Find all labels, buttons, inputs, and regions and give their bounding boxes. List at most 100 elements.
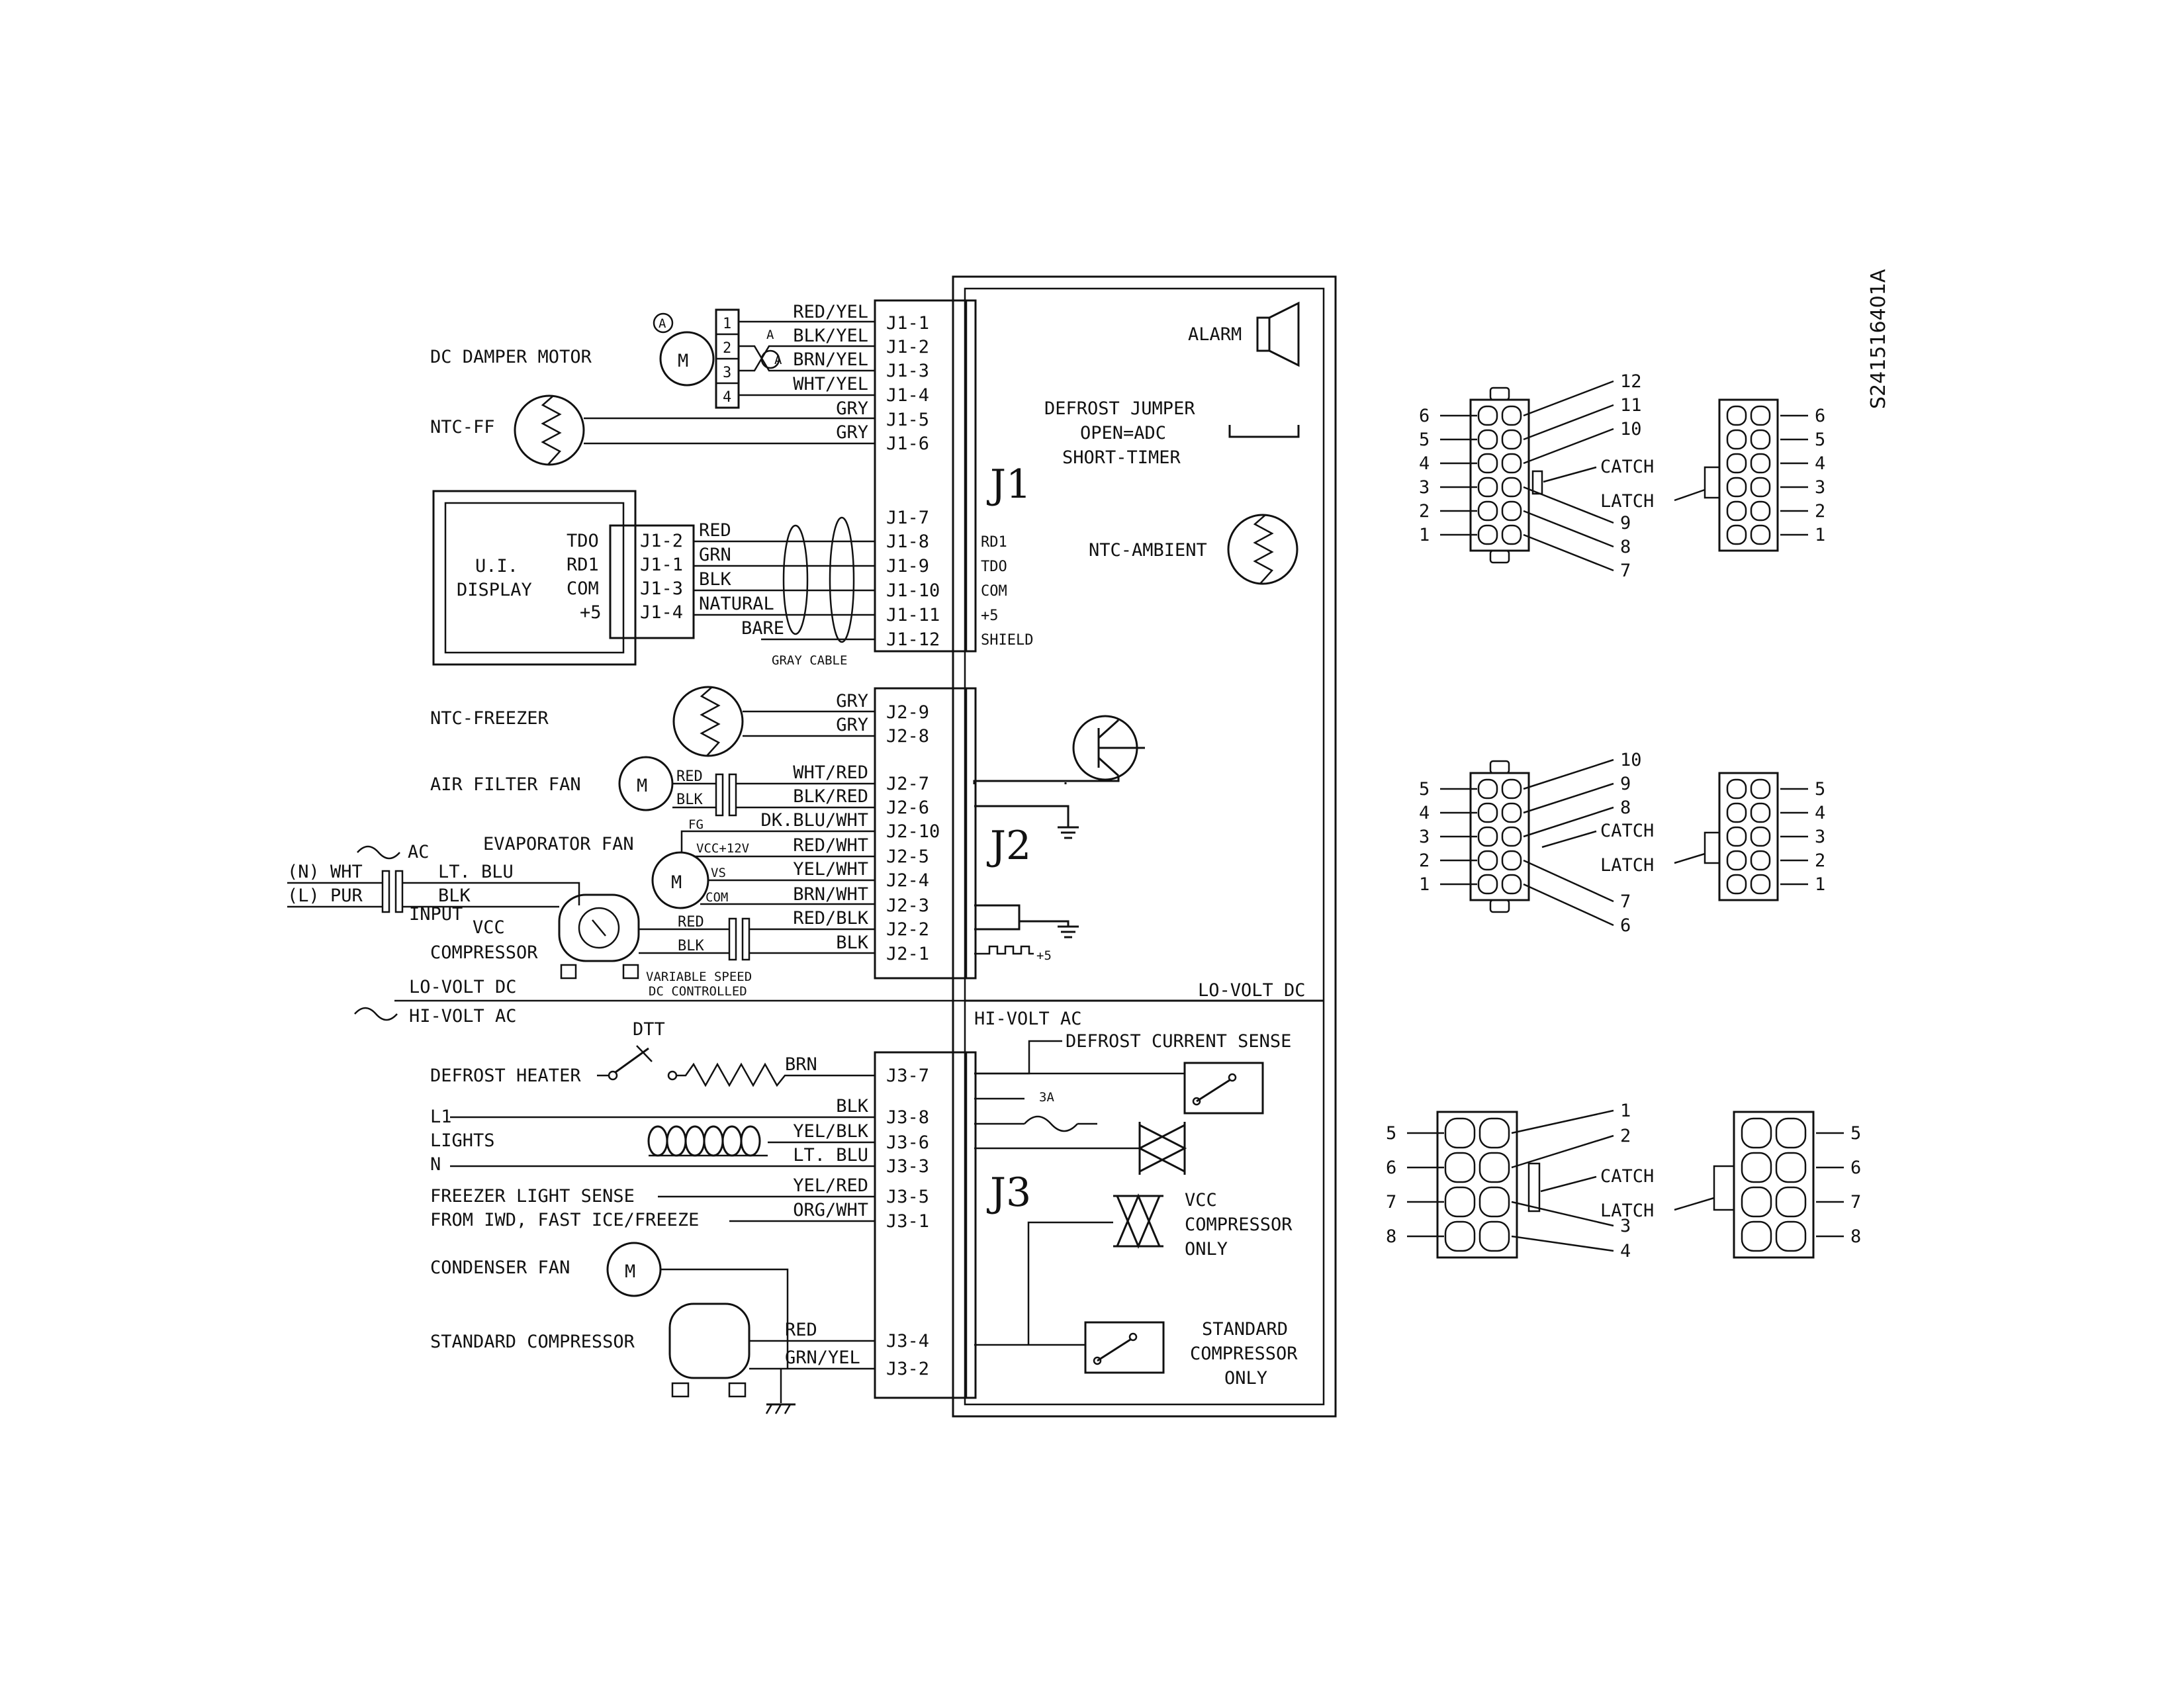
std-only-1: STANDARD — [1202, 1319, 1288, 1340]
wire-label: LT. BLU — [793, 1145, 868, 1165]
pin-j1-9: J1-9 — [886, 556, 929, 576]
pin-cavity — [1477, 477, 1498, 498]
pin-j2-9: J2-9 — [886, 702, 929, 723]
pin-j1-3: J1-3 — [886, 361, 929, 381]
defrost-current-sense-label: DEFROST CURRENT SENSE — [1066, 1031, 1291, 1052]
pin-number: 7 — [1620, 561, 1631, 581]
connector-pinouts: 654321121110987654321CATCHLATCH543211098… — [1386, 371, 1861, 1261]
pin-j2-7: J2-7 — [886, 774, 929, 794]
pin-number: 4 — [1419, 803, 1430, 823]
pin-leader — [1523, 404, 1614, 441]
pin-number: 2 — [1620, 1126, 1631, 1146]
pin-cavity — [1750, 477, 1771, 498]
pin-cavity — [1444, 1220, 1476, 1252]
connector-lug — [1489, 387, 1510, 401]
ui-pin-j1-2: J1-2 — [640, 531, 683, 551]
pin-cavity — [1501, 826, 1522, 847]
pin-cavity — [1477, 429, 1498, 450]
ntc-freezer-label: NTC-FREEZER — [430, 708, 549, 729]
vcc-only-2: COMPRESSOR — [1185, 1214, 1293, 1235]
pin-cavity — [1477, 405, 1498, 426]
signal-plus5: +5 — [981, 608, 999, 624]
condenser-fan-label: CONDENSER FAN — [430, 1257, 570, 1278]
pin-number: 10 — [1620, 750, 1642, 770]
pin-cavity — [1750, 874, 1771, 895]
pin-cavity — [1726, 453, 1747, 474]
light-bulb-coil — [740, 1125, 761, 1157]
latch-label: LATCH — [1600, 491, 1654, 512]
pwm-plus5: +5 — [1036, 948, 1052, 963]
l1-label: L1 — [430, 1107, 452, 1127]
pin-cavity — [1750, 850, 1771, 871]
hi-volt-ac-board-label: HI-VOLT AC — [974, 1009, 1082, 1029]
jumper-icon — [1228, 425, 1300, 438]
pin-j3-6: J3-6 — [886, 1132, 929, 1153]
condenser-fan-motor-icon: M — [606, 1242, 789, 1369]
gray-cable-label: GRAY CABLE — [772, 653, 847, 668]
latch-tab — [1704, 466, 1721, 499]
wire-label: GRY — [836, 715, 868, 735]
pin-leader — [1523, 380, 1614, 417]
air-filter-fan-m: M — [637, 776, 647, 796]
wire-label: NATURAL — [699, 594, 774, 614]
pin-number: 8 — [1620, 537, 1631, 557]
pin-number: 5 — [1815, 430, 1825, 450]
latch-leader — [1674, 852, 1706, 864]
pin-number: 2 — [1815, 501, 1825, 522]
pin-j1-4: J1-4 — [886, 385, 929, 406]
evap-vs: VS — [711, 866, 726, 880]
catch-tab — [1531, 470, 1543, 495]
input-wire-blk: BLK — [438, 886, 471, 906]
wire-label: RED/WHT — [793, 835, 868, 856]
pin-cavity — [1444, 1152, 1476, 1183]
standard-compressor-icon — [668, 1303, 875, 1414]
pin-cavity — [1741, 1152, 1772, 1183]
pin-cavity — [1501, 429, 1522, 450]
pin-cavity — [1477, 874, 1498, 895]
pin-number: 1 — [1815, 525, 1825, 545]
wire-label: RED — [785, 1320, 817, 1340]
condenser-fan-m: M — [625, 1261, 635, 1282]
pin-cavity — [1477, 778, 1498, 800]
j2-pin-labels: J2-9J2-8J2-7J2-6J2-10J2-5J2-4J2-3J2-2J2-… — [886, 702, 940, 964]
pin-number: 9 — [1620, 774, 1631, 794]
alarm-label: ALARM — [1188, 324, 1242, 345]
pin-j3-3: J3-3 — [886, 1156, 929, 1177]
wire-label: RED — [699, 520, 731, 541]
air-filter-wire-red: RED — [676, 768, 703, 785]
air-filter-wire-blk: BLK — [676, 792, 703, 808]
pin-cavity — [1501, 500, 1522, 522]
connector-body — [1469, 398, 1530, 552]
pin-leader — [1511, 1109, 1614, 1134]
pin-number: 1 — [1815, 874, 1825, 895]
pin-leader — [1523, 758, 1614, 790]
j1-label: J1 — [986, 461, 1031, 508]
damper-pin-2: 2 — [723, 340, 731, 357]
ac-input: AC (N) WHT (L) PUR LT. BLU BLK INPUT — [287, 842, 580, 925]
pin-number: 10 — [1620, 419, 1642, 439]
pin-number: 7 — [1620, 891, 1631, 912]
light-bulb-coil — [666, 1125, 687, 1157]
pin-cavity — [1726, 524, 1747, 545]
pin-number: 5 — [1386, 1123, 1396, 1144]
latch-label: LATCH — [1600, 855, 1654, 876]
wire-label: WHT/YEL — [793, 374, 868, 394]
pin-number: 1 — [1620, 1101, 1631, 1121]
std-only-2: COMPRESSOR — [1190, 1344, 1298, 1364]
connector-lug — [1489, 549, 1510, 564]
damper-pin-3: 3 — [723, 365, 731, 381]
ui-pin-j1-3: J1-3 — [640, 578, 683, 599]
pin-j2-2: J2-2 — [886, 919, 929, 940]
pin-leader — [1523, 533, 1614, 572]
dtt-label: DTT — [633, 1019, 665, 1040]
pin-number: 3 — [1419, 827, 1430, 847]
pin-number: 8 — [1620, 798, 1631, 818]
pin-number: 4 — [1419, 453, 1430, 474]
pin-cavity — [1477, 500, 1498, 522]
pin-cavity — [1479, 1186, 1510, 1218]
fuse-icon: 3A — [974, 1090, 1097, 1132]
pin-number: 5 — [1419, 779, 1430, 800]
